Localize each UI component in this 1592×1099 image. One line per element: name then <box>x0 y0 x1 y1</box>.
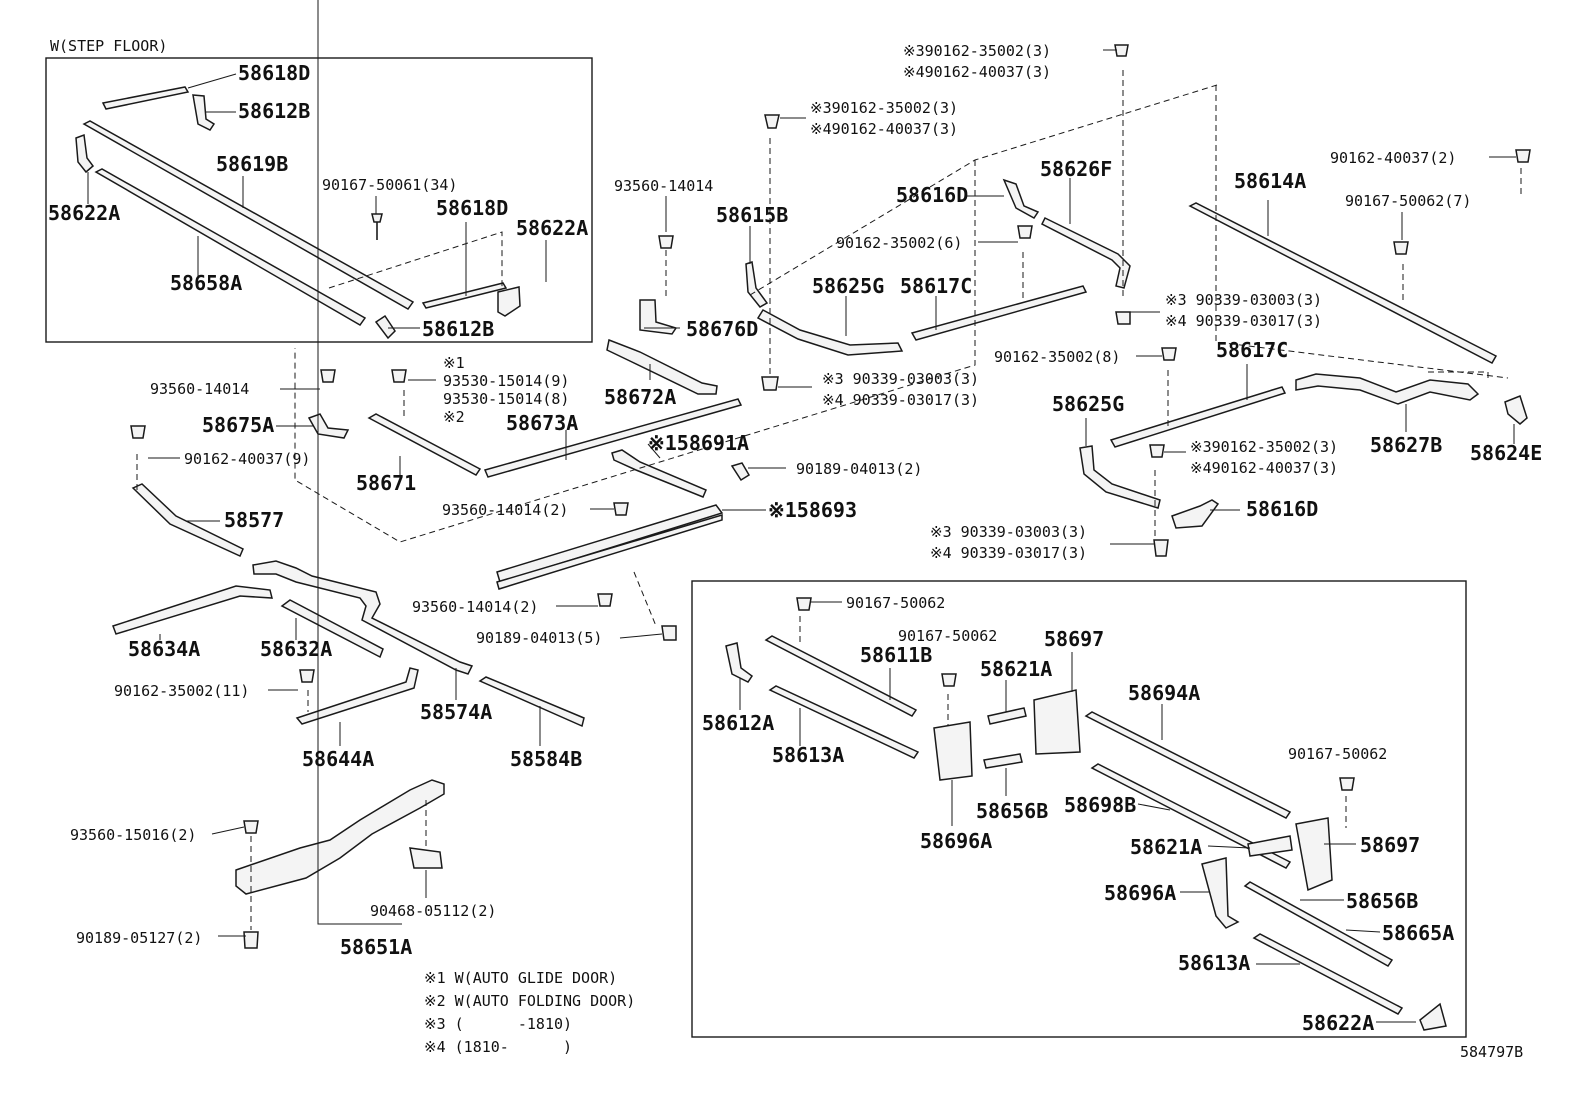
footnote: ※2 W(AUTO FOLDING DOOR) <box>424 992 635 1010</box>
callout-58577: 58577 <box>224 508 284 532</box>
callout-note3-90339-03003: ※3 90339-03003(3) <box>822 370 979 388</box>
callout-93530-15014: 93530-15014(8) <box>443 390 569 408</box>
callout-58616D: 58616D <box>896 183 968 207</box>
callout-58627B: 58627B <box>1370 433 1442 457</box>
callout-90167-50061: 90167-50061(34) <box>322 176 457 194</box>
callout-58584B: 58584B <box>510 747 582 771</box>
callout-93560-14014: 93560-14014 <box>614 177 713 195</box>
callout-58624E: 58624E <box>1470 441 1542 465</box>
inset-title: W(STEP FLOOR) <box>50 37 167 55</box>
callout-58671: 58671 <box>356 471 416 495</box>
step-floor-inset-frame <box>45 57 593 343</box>
callout-58612B: 58612B <box>422 317 494 341</box>
callout-58644A: 58644A <box>302 747 374 771</box>
footnote: ※4 (1810- ) <box>424 1038 572 1056</box>
callout-note1-58693: ※158693 <box>768 498 857 522</box>
callout-note3-90339-03003: ※3 90339-03003(3) <box>930 523 1087 541</box>
callout-note4-90162-40037: ※490162-40037(3) <box>810 120 958 138</box>
callout-58619B: 58619B <box>216 152 288 176</box>
callout-58634A: 58634A <box>128 637 200 661</box>
callout-90162-40037: 90162-40037(2) <box>1330 149 1456 167</box>
callout-note3-90339-03003: ※3 90339-03003(3) <box>1165 291 1322 309</box>
callout-note2: ※2 <box>443 408 465 426</box>
callout-note3-90162-35002: ※390162-35002(3) <box>810 99 958 117</box>
callout-note4-90162-40037: ※490162-40037(3) <box>903 63 1051 81</box>
callout-90468-05112: 90468-05112(2) <box>370 902 496 920</box>
callout-90162-35002: 90162-35002(11) <box>114 682 249 700</box>
callout-90162-35002: 90162-35002(8) <box>994 348 1120 366</box>
callout-58622A: 58622A <box>1302 1011 1374 1035</box>
callout-58675A: 58675A <box>202 413 274 437</box>
callout-58626F: 58626F <box>1040 157 1112 181</box>
callout-note4-90339-03017: ※4 90339-03017(3) <box>1165 312 1322 330</box>
callout-90162-40037: 90162-40037(9) <box>184 450 310 468</box>
callout-58698B: 58698B <box>1064 793 1136 817</box>
footnote: ※3 ( -1810) <box>424 1015 572 1033</box>
callout-58574A: 58574A <box>420 700 492 724</box>
callout-58694A: 58694A <box>1128 681 1200 705</box>
callout-58617C: 58617C <box>900 274 972 298</box>
callout-58658A: 58658A <box>170 271 242 295</box>
callout-58676D: 58676D <box>686 317 758 341</box>
callout-58617C: 58617C <box>1216 338 1288 362</box>
callout-58616D: 58616D <box>1246 497 1318 521</box>
callout-58618D: 58618D <box>436 196 508 220</box>
callout-58613A: 58613A <box>1178 951 1250 975</box>
callout-58651A: 58651A <box>340 935 412 959</box>
callout-note3-90162-35002: ※390162-35002(3) <box>1190 438 1338 456</box>
callout-58665A: 58665A <box>1382 921 1454 945</box>
callout-note3-90162-35002: ※390162-35002(3) <box>903 42 1051 60</box>
callout-58625G: 58625G <box>812 274 884 298</box>
callout-90189-04013: 90189-04013(2) <box>796 460 922 478</box>
callout-58613A: 58613A <box>772 743 844 767</box>
part-shapes <box>75 44 1531 1031</box>
callout-90189-04013: 90189-04013(5) <box>476 629 602 647</box>
callout-93560-14014: 93560-14014 <box>150 380 249 398</box>
callout-58697: 58697 <box>1044 627 1104 651</box>
callout-58625G: 58625G <box>1052 392 1124 416</box>
footnotes: ※1 W(AUTO GLIDE DOOR) ※2 W(AUTO FOLDING … <box>424 969 635 1056</box>
callout-58656B: 58656B <box>976 799 1048 823</box>
callout-58622A: 58622A <box>48 201 120 225</box>
callout-58621A: 58621A <box>980 657 1052 681</box>
callout-note1-58691A: ※158691A <box>648 431 749 455</box>
callout-90167-50062: 90167-50062(7) <box>1345 192 1471 210</box>
callout-93530-15014: 93530-15014(9) <box>443 372 569 390</box>
callout-58615B: 58615B <box>716 203 788 227</box>
callout-90167-50062: 90167-50062 <box>846 594 945 612</box>
callout-58612A: 58612A <box>702 711 774 735</box>
callout-58673A: 58673A <box>506 411 578 435</box>
callout-90167-50062: 90167-50062 <box>898 627 997 645</box>
leader-lines <box>87 0 1516 1023</box>
callout-note4-90162-40037: ※490162-40037(3) <box>1190 459 1338 477</box>
callout-58621A: 58621A <box>1130 835 1202 859</box>
callout-58614A: 58614A <box>1234 169 1306 193</box>
callout-labels: 58618D 58612B 58619B 90167-50061(34) 586… <box>48 42 1542 1035</box>
callout-93560-14014: 93560-14014(2) <box>442 501 568 519</box>
callout-90162-35002: 90162-35002(6) <box>836 234 962 252</box>
footnote: ※1 W(AUTO GLIDE DOOR) <box>424 969 617 987</box>
diagram-id: 584797B <box>1460 1043 1523 1061</box>
callout-58632A: 58632A <box>260 637 332 661</box>
callout-58696A: 58696A <box>1104 881 1176 905</box>
detail-inset-frame <box>691 580 1467 1038</box>
callout-58672A: 58672A <box>604 385 676 409</box>
callout-90189-05127: 90189-05127(2) <box>76 929 202 947</box>
callout-58656B: 58656B <box>1346 889 1418 913</box>
callout-93560-15016: 93560-15016(2) <box>70 826 196 844</box>
callout-58696A: 58696A <box>920 829 992 853</box>
callout-note1: ※1 <box>443 354 465 372</box>
callout-58618D: 58618D <box>238 61 310 85</box>
callout-90167-50062: 90167-50062 <box>1288 745 1387 763</box>
callout-note4-90339-03017: ※4 90339-03017(3) <box>822 391 979 409</box>
callout-58612B: 58612B <box>238 99 310 123</box>
callout-58611B: 58611B <box>860 643 932 667</box>
callout-58622A: 58622A <box>516 216 588 240</box>
callout-note4-90339-03017: ※4 90339-03017(3) <box>930 544 1087 562</box>
callout-93560-14014: 93560-14014(2) <box>412 598 538 616</box>
dashed-assembly-lines <box>136 70 1522 930</box>
callout-58697: 58697 <box>1360 833 1420 857</box>
